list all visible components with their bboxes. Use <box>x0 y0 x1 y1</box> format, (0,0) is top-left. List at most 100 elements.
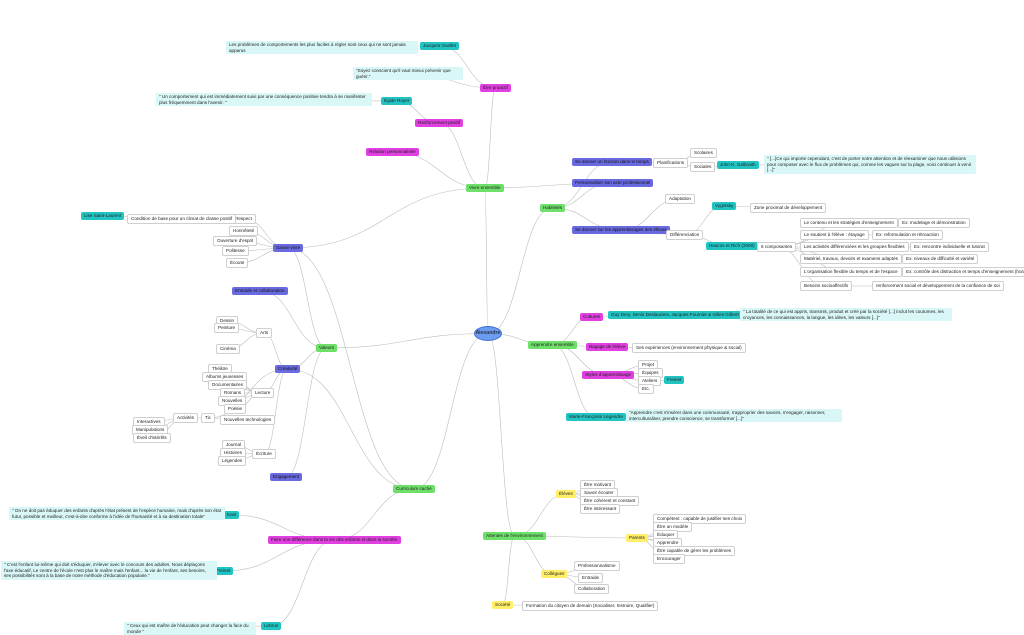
node-adaptation[interactable]: Adaptation <box>665 194 695 204</box>
node-savoir[interactable]: Savoir-vivre <box>273 244 304 252</box>
node-legendes[interactable]: Légendes <box>218 456 247 466</box>
node-engagement[interactable]: Engagement <box>270 473 303 481</box>
node-lecture[interactable]: Lecture <box>251 388 275 398</box>
node-n_mieux[interactable]: "Soyez conscient qu'il vaut mieux préven… <box>353 67 463 80</box>
node-auteurs[interactable]: Guy Dery, Denis Deslauriers, Jacques Fou… <box>608 311 742 319</box>
node-kounin[interactable]: Jacques Ouellet <box>420 42 459 50</box>
node-experiences[interactable]: Ses expériences (environnement physique … <box>632 343 746 353</box>
node-ecoute[interactable]: Écoute <box>226 258 249 268</box>
node-c4[interactable]: Matériel, travaux, devoirs et examens ad… <box>800 254 902 264</box>
link-curriculum-creativite <box>287 368 415 490</box>
node-lise[interactable]: Lise Saint-Laurent <box>81 212 125 220</box>
node-zone[interactable]: Zone proximal de développement <box>750 203 827 213</box>
node-renforcement[interactable]: Renforcement positif <box>415 119 464 127</box>
node-ouverture[interactable]: Ouverture d'esprit <box>213 236 258 246</box>
node-c6e[interactable]: renforcement social et développement de … <box>872 281 1004 291</box>
node-planif[interactable]: Planifications <box>653 158 689 168</box>
node-ecriture[interactable]: Écriture <box>252 449 276 459</box>
node-n_kounin[interactable]: Les problèmes de comportements les plus … <box>226 41 418 54</box>
link-alexandre-curriculum <box>413 333 489 490</box>
node-n_freinet2[interactable]: " C'est l'enfant lui-même qui doit s'édu… <box>1 561 217 580</box>
node-g2[interactable]: Entraide <box>578 573 604 583</box>
node-parents[interactable]: Parents <box>626 534 648 542</box>
node-peinture[interactable]: Peinture <box>214 323 240 333</box>
node-c3e[interactable]: Ex: rencontre individuelle et tutorat <box>910 242 989 252</box>
node-vivre[interactable]: Vivre ensemble <box>466 184 504 192</box>
node-condition[interactable]: Condition de base pour un climat de clas… <box>127 214 237 224</box>
link-vivre-relation <box>392 151 486 189</box>
node-p1[interactable]: Compétent : capable de justifier ses cho… <box>653 514 747 524</box>
node-c6[interactable]: Besoins socioaffectifs <box>800 281 853 291</box>
node-bagage[interactable]: Bagage de l'élève <box>586 343 629 351</box>
node-horizon[interactable]: Se donner un horizon dans le temps <box>572 158 652 166</box>
node-c2[interactable]: Le soutient à l'élève : étayage <box>800 230 869 240</box>
node-c4e[interactable]: Ex: niveaux de difficulté et variété <box>902 254 979 264</box>
node-heacox[interactable]: Heacox et Rich (2000) <box>706 242 758 250</box>
node-freinet[interactable]: Freinet <box>664 376 685 384</box>
node-cinema[interactable]: Cinéma <box>216 344 240 354</box>
link-vivre-regles <box>484 87 496 189</box>
node-activites[interactable]: Activités <box>173 413 199 423</box>
node-c3[interactable]: Les activités différenciées et les group… <box>800 242 909 252</box>
node-c5e[interactable]: Ex: contrôle des distraction et temps d'… <box>902 267 1024 277</box>
node-n_auteurs[interactable]: " La totalité de ce qui est appris, tran… <box>740 308 952 321</box>
node-galbraith[interactable]: John K. Galbraith <box>717 161 759 169</box>
link-alexandre-habiletes <box>487 207 553 334</box>
node-sociales[interactable]: Sociales <box>690 162 716 172</box>
node-legendre[interactable]: Marie-Françoise Legendre <box>566 413 626 421</box>
node-scolaires[interactable]: Scolaires <box>690 148 717 158</box>
node-freinet2[interactable]: Freinet <box>213 567 234 575</box>
link-creativite-arts <box>263 332 288 370</box>
node-tic[interactable]: Tic <box>201 413 215 423</box>
node-collegues[interactable]: Collègues <box>541 570 568 578</box>
node-c5[interactable]: L'organisation flexible du temps et de l… <box>800 267 902 277</box>
node-composantes[interactable]: 6 composantes <box>757 242 797 252</box>
link-attentes-eleves <box>514 493 567 537</box>
node-styles[interactable]: Styles d'apprentissage <box>582 371 635 379</box>
node-habiletes[interactable]: Habiletés <box>540 204 566 212</box>
node-p6[interactable]: Encourager <box>653 554 685 564</box>
node-e4[interactable]: Être intéressant <box>580 504 621 514</box>
node-cultures[interactable]: Cultures <box>580 313 604 321</box>
link-vivre-savoir <box>287 187 486 249</box>
node-kant[interactable]: Kant <box>224 511 240 519</box>
node-personnaliser[interactable]: Personnaliser son acte professionnel <box>572 179 654 187</box>
node-entraide[interactable]: Entraide et collaboration <box>232 287 288 295</box>
node-n_egide[interactable]: " Un comportement qui est immédiatement … <box>156 93 372 106</box>
node-societe[interactable]: Société <box>492 601 514 609</box>
node-c2e[interactable]: Ex: reformulation et rétroaction <box>872 230 943 240</box>
node-curriculum[interactable]: Curriculum caché <box>393 485 435 493</box>
node-difference[interactable]: Faire une différence dans la vie des enf… <box>268 536 402 544</box>
node-regles[interactable]: Être proactif <box>480 84 511 92</box>
node-g3[interactable]: Collaboration <box>574 584 610 594</box>
node-poesie[interactable]: Poésie <box>224 404 247 414</box>
node-etc[interactable]: Etc. <box>638 384 654 394</box>
node-eleves[interactable]: Élèves <box>556 490 576 498</box>
link-alexandre-valeurs <box>326 333 489 349</box>
node-p5[interactable]: Être capable de gérer les problèmes <box>653 546 736 556</box>
node-c1e[interactable]: Ex: modelage et démonstration <box>898 218 970 228</box>
node-politesse[interactable]: Politesse <box>222 246 249 256</box>
node-alexandre[interactable]: Alexandre <box>474 326 502 341</box>
node-relation[interactable]: Relation personnalisée <box>366 148 419 156</box>
node-n_legendre[interactable]: "Apprendre c'est s'insérer dans une comm… <box>626 409 842 422</box>
node-nouvtech[interactable]: Nouvelles technologies <box>220 415 276 425</box>
node-n_kant[interactable]: " On ne doit pas éduquer des enfants d'a… <box>9 507 225 520</box>
node-c1[interactable]: Le contenu et les stratégies d'enseignem… <box>800 218 898 228</box>
node-apprendre[interactable]: Apprendre ensemble <box>528 341 577 349</box>
node-eveil[interactable]: Éveil d'intérêts <box>133 433 171 443</box>
node-s1[interactable]: Formation du citoyen de demain (Socialis… <box>522 601 659 611</box>
node-donner[interactable]: Se donner sur les apprentissages des élè… <box>572 226 670 234</box>
node-creativite[interactable]: Créativité <box>275 365 301 373</box>
node-differenciation[interactable]: Différenciation <box>666 230 704 240</box>
node-arts[interactable]: Arts <box>256 328 273 338</box>
node-valeurs[interactable]: Valeurs <box>316 344 338 352</box>
node-egide[interactable]: Égide Royer <box>381 97 413 105</box>
node-honnetete[interactable]: Honnêteté <box>229 226 259 236</box>
node-g1[interactable]: Professionnalisme <box>574 561 620 571</box>
node-vygotsky[interactable]: Vygotsky <box>712 202 737 210</box>
node-attentes[interactable]: Attentes de l'environnement <box>483 532 546 540</box>
node-lebrun[interactable]: Lebrun <box>261 622 282 630</box>
node-n_galbraith[interactable]: " [...]Ce qui importe cependant, c'est d… <box>764 155 976 174</box>
